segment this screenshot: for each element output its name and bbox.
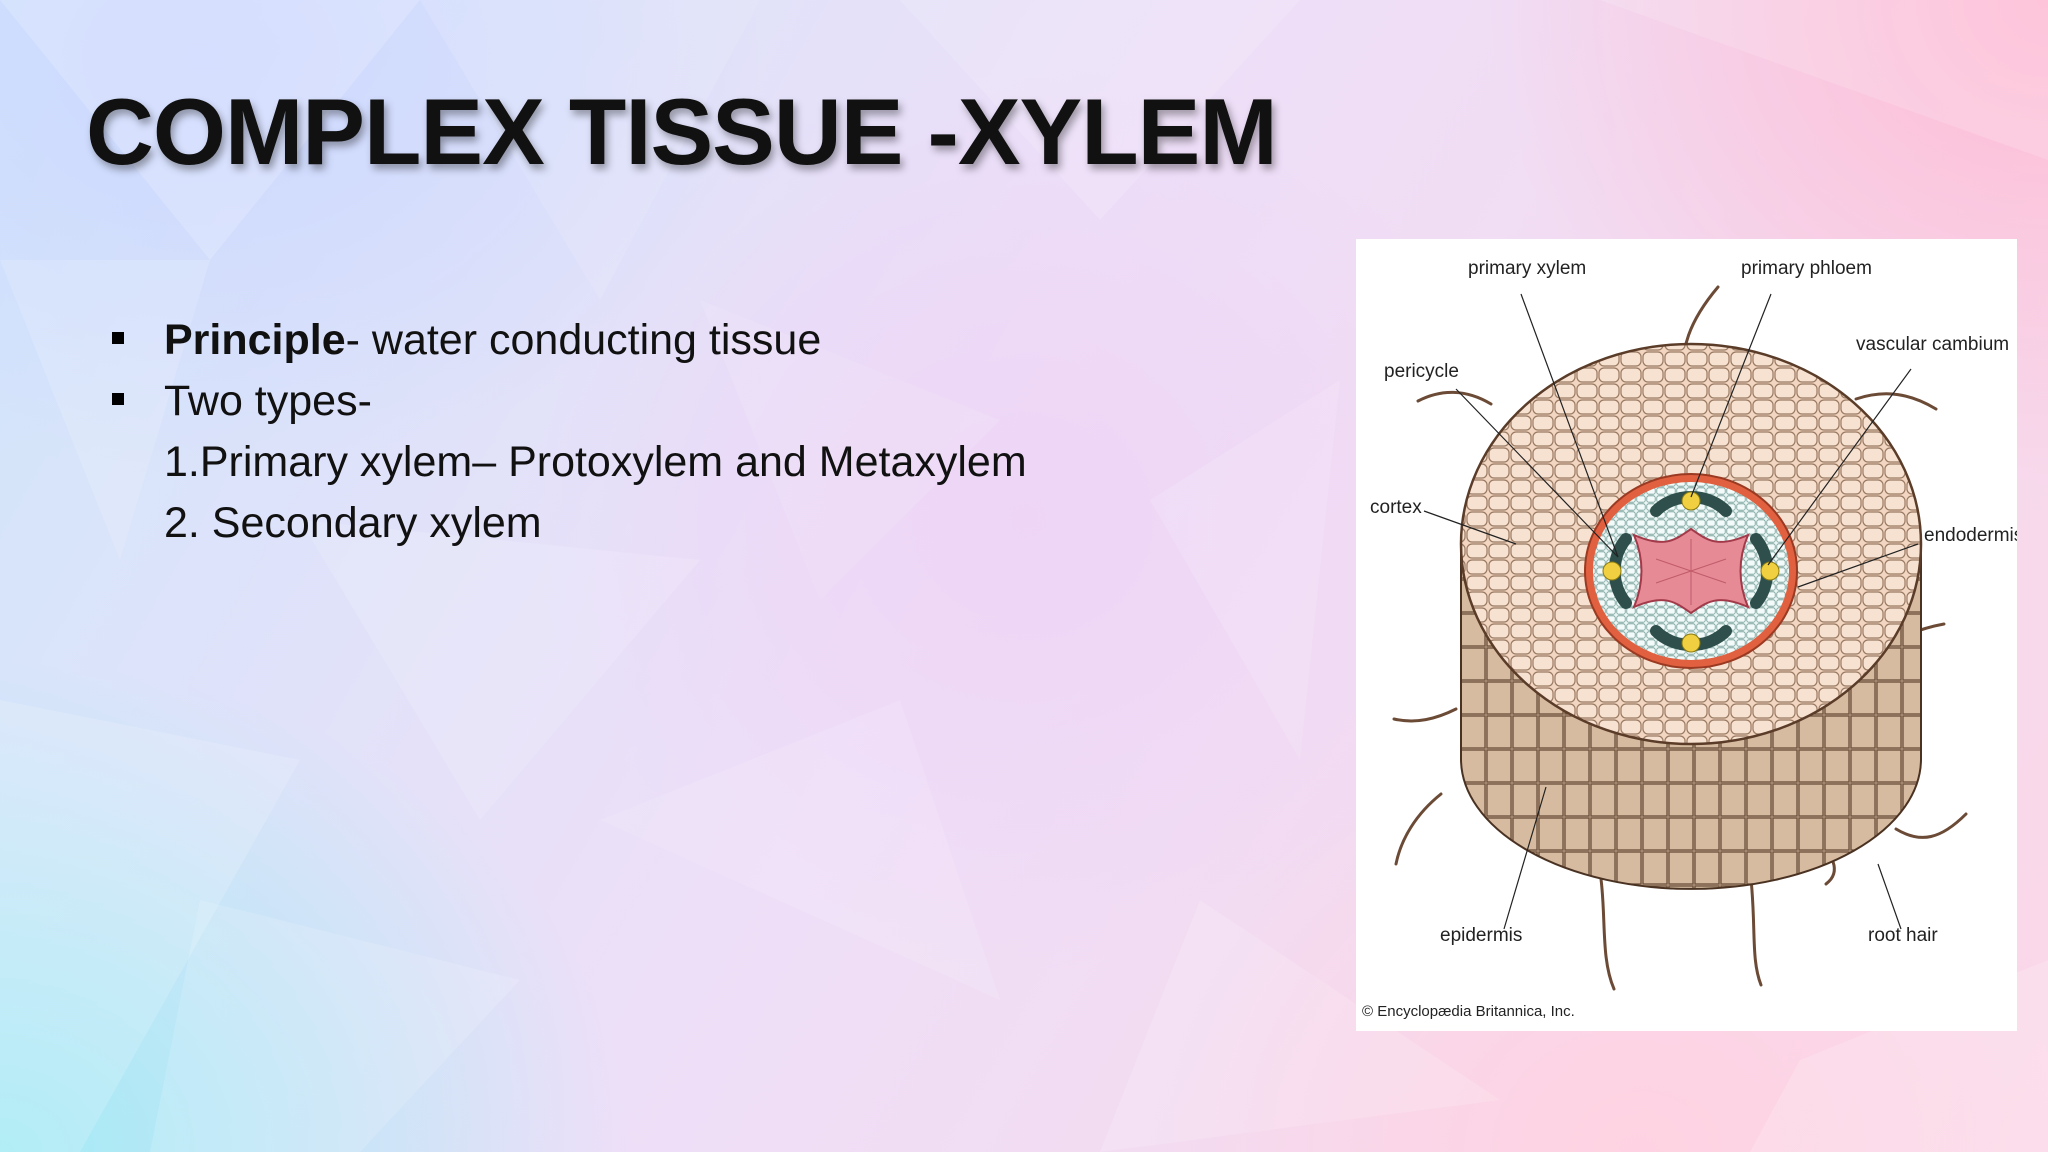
label-cortex: cortex: [1370, 497, 1422, 518]
bullet-list: Principle- water conducting tissue Two t…: [110, 310, 1310, 554]
bullet-item: Two types-: [110, 371, 1310, 432]
square-bullet-icon: [112, 332, 124, 344]
slide-title: COMPLEX TISSUE -XYLEM: [86, 79, 1278, 184]
label-pericycle: pericycle: [1384, 361, 1459, 382]
label-vascular-cambium: vascular cambium: [1856, 334, 2009, 355]
bullet-text: - water conducting tissue: [345, 316, 822, 364]
label-endodermis: endodermis: [1924, 525, 2017, 546]
sub-item: 2. Secondary xylem: [164, 499, 542, 547]
bullet-item: Principle- water conducting tissue: [110, 310, 1310, 371]
bullet-text: Two types-: [164, 377, 372, 425]
label-root-hair: root hair: [1868, 925, 1938, 946]
square-bullet-icon: [112, 393, 124, 405]
label-primary-phloem: primary phloem: [1741, 258, 1872, 279]
label-epidermis: epidermis: [1440, 925, 1522, 946]
label-primary-xylem: primary xylem: [1468, 258, 1586, 279]
bullet-bold-term: Principle: [164, 316, 346, 364]
sub-item: 1.Primary xylem– Protoxylem and Metaxyle…: [164, 438, 1027, 486]
root-cross-section-figure: primary xylem primary phloem vascular ca…: [1356, 239, 2017, 1031]
figure-credit: © Encyclopædia Britannica, Inc.: [1362, 1003, 1575, 1020]
